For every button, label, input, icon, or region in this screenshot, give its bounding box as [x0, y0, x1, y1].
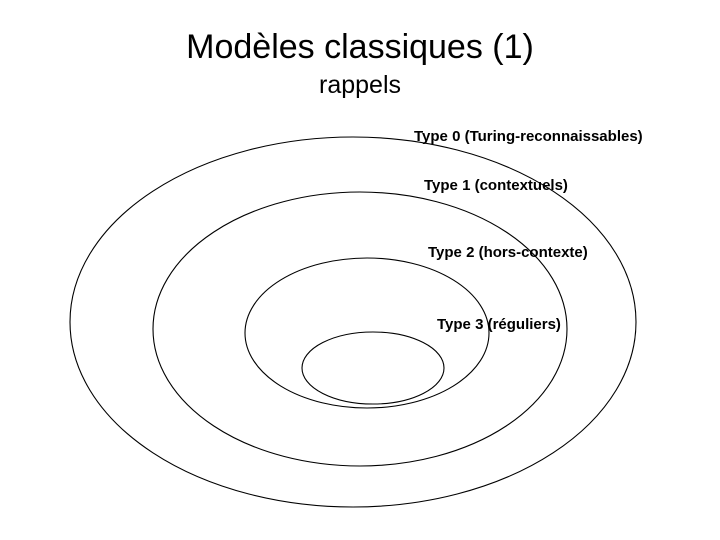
- label-type-3: Type 3 (réguliers): [437, 316, 561, 333]
- title-block: Modèles classiques (1) rappels: [0, 26, 720, 100]
- label-type-1: Type 1 (contextuels): [424, 177, 568, 194]
- label-type-0: Type 0 (Turing-reconnaissables): [414, 128, 643, 145]
- page-title: Modèles classiques (1): [186, 28, 534, 66]
- ellipse-type-1: [152, 191, 568, 467]
- page-subtitle: rappels: [319, 71, 401, 99]
- ellipse-type-3: [301, 331, 445, 405]
- label-type-2: Type 2 (hors-contexte): [428, 244, 588, 261]
- ellipse-type-2: [244, 257, 490, 409]
- ellipse-type-0: [69, 136, 637, 508]
